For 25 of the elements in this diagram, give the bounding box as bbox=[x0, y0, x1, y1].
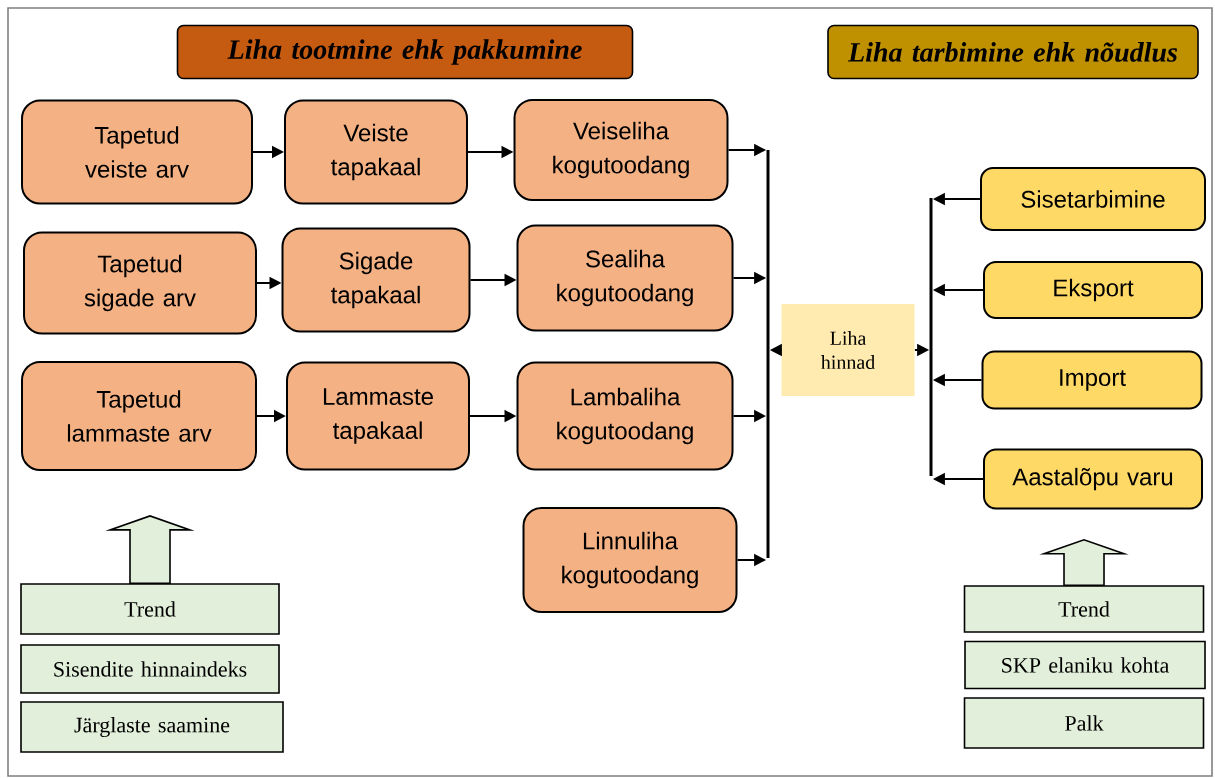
process-box: Linnuliha kogutoodang bbox=[522, 507, 738, 613]
process-box: Sigade tapakaal bbox=[281, 227, 471, 333]
factor-box: Trend bbox=[963, 585, 1205, 633]
factor-box: Sisendite hinnaindeks bbox=[20, 644, 280, 694]
factor-box: Palk bbox=[963, 697, 1205, 749]
process-box: Tapetud lammaste arv bbox=[21, 361, 257, 471]
demand-box: Eksport bbox=[983, 261, 1203, 319]
process-box: Sealiha kogutoodang bbox=[516, 224, 734, 332]
factor-box: SKP elaniku kohta bbox=[964, 640, 1206, 690]
process-box: Lambaliha kogutoodang bbox=[516, 361, 734, 471]
demand-box: Import bbox=[981, 350, 1203, 410]
factor-box: Järglaste saamine bbox=[20, 701, 284, 753]
header-box: Liha tarbimine ehk nõudlus bbox=[827, 24, 1199, 80]
header-box: Liha tootmine ehk pakkumine bbox=[176, 24, 634, 80]
demand-box: Aastalõpu varu bbox=[983, 448, 1203, 510]
process-box: Tapetud sigade arv bbox=[23, 231, 257, 335]
price-box: Liha hinnad bbox=[781, 304, 915, 396]
process-box: Veiseliha kogutoodang bbox=[513, 99, 729, 201]
process-box: Lammaste tapakaal bbox=[286, 361, 470, 471]
block-arrow bbox=[105, 515, 195, 584]
block-arrow bbox=[1039, 538, 1129, 586]
process-box: Veiste tapakaal bbox=[284, 99, 468, 205]
demand-box: Sisetarbimine bbox=[980, 167, 1206, 231]
process-box: Tapetud veiste arv bbox=[21, 99, 253, 205]
factor-box: Trend bbox=[20, 583, 280, 635]
